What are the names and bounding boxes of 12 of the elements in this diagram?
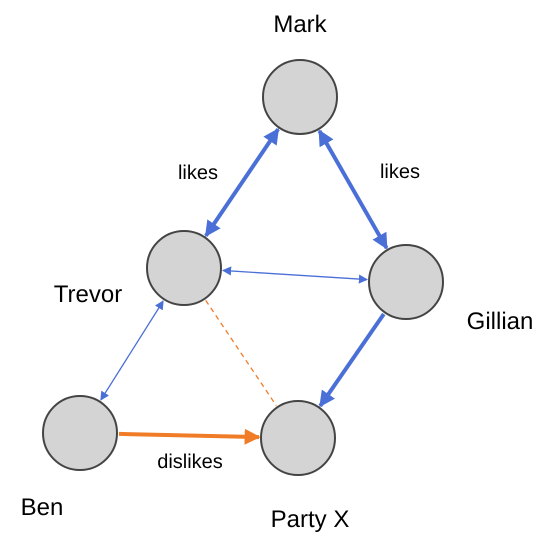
node-label: Ben xyxy=(20,496,64,520)
connector-line xyxy=(205,300,277,406)
arrow xyxy=(118,428,261,445)
node-label: Party X xyxy=(270,508,350,532)
node-label: Gillian xyxy=(466,310,534,334)
arrow xyxy=(222,266,368,284)
node-label: Mark xyxy=(273,13,327,37)
arrow xyxy=(100,300,164,401)
node-label: Trevor xyxy=(54,283,122,307)
arrow xyxy=(204,128,280,238)
arrow xyxy=(318,312,386,408)
arrow xyxy=(318,129,388,250)
